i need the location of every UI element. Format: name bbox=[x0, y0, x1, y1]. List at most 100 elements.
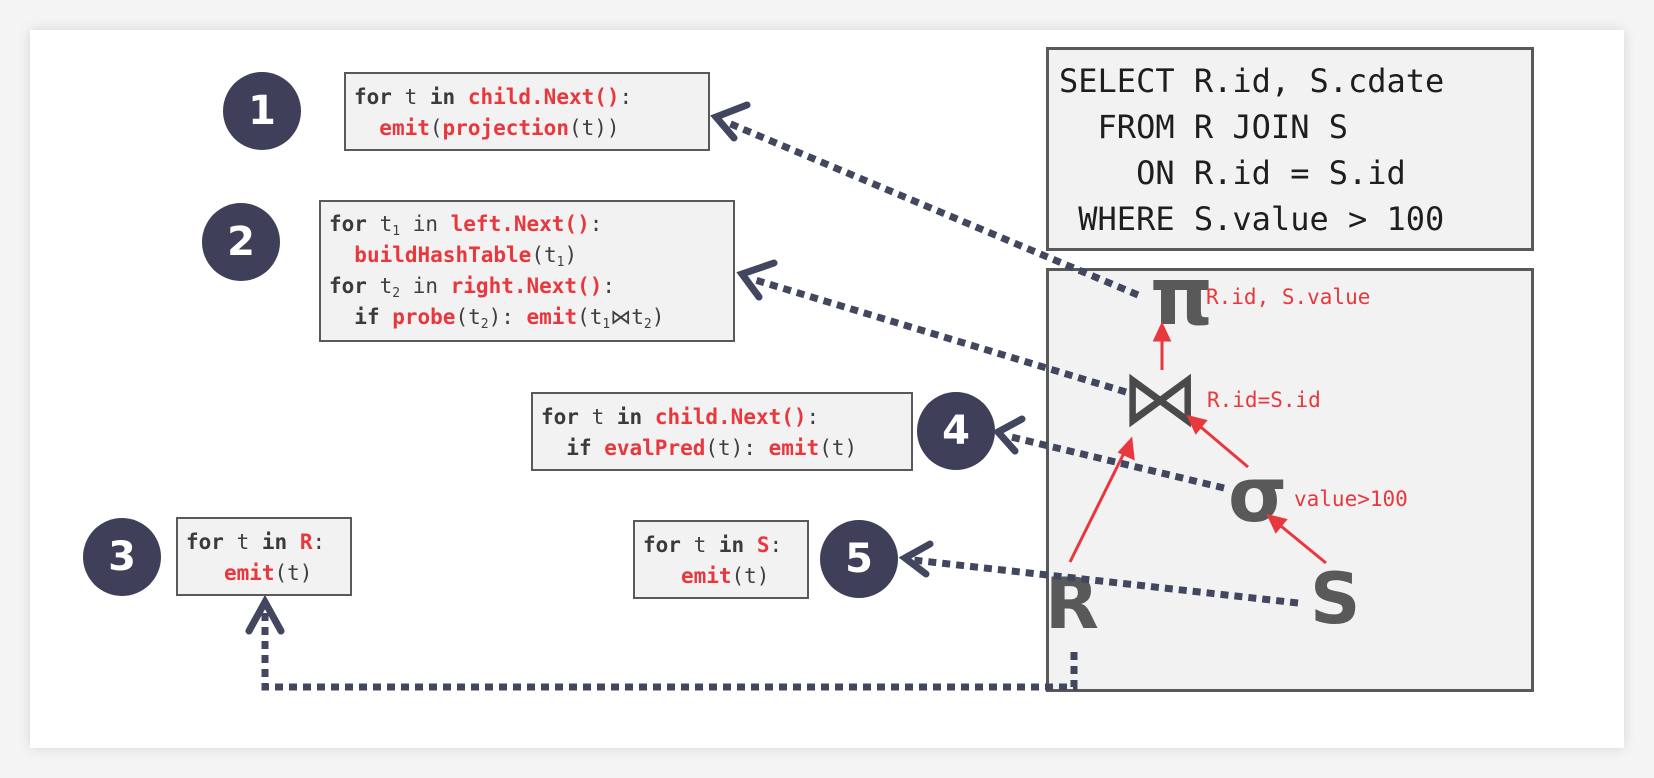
code-text: t bbox=[366, 212, 393, 236]
code-relation: S bbox=[756, 533, 770, 557]
code-text: t bbox=[223, 530, 262, 554]
flow-arrowhead-box2 bbox=[736, 259, 778, 301]
code-call: probe bbox=[392, 305, 456, 329]
code-subscript: 2 bbox=[643, 317, 652, 332]
code-text: : bbox=[619, 85, 633, 109]
sql-line-where: WHERE S.value > 100 bbox=[1059, 200, 1445, 238]
code-call: emit bbox=[680, 564, 732, 588]
code-text: t bbox=[631, 305, 644, 329]
code-call: emit bbox=[526, 305, 578, 329]
tree-edge-arrowhead bbox=[1266, 513, 1288, 534]
step-badge-1: 1 bbox=[223, 72, 301, 150]
selection-label: value>100 bbox=[1294, 487, 1408, 511]
code-call: evalPred bbox=[604, 436, 706, 460]
sql-line-on: ON R.id = S.id bbox=[1059, 154, 1406, 192]
code-call: right.Next() bbox=[450, 274, 603, 298]
step-badge-5: 5 bbox=[820, 520, 898, 598]
scan-r-code-box: for t in R: emit(t) bbox=[176, 517, 352, 596]
flow-arrowhead-step4 bbox=[992, 415, 1026, 455]
code-keyword: for bbox=[329, 274, 367, 298]
code-text: : bbox=[806, 405, 820, 429]
code-call: child.Next() bbox=[654, 405, 807, 429]
code-relation: R bbox=[299, 530, 313, 554]
code-keyword: for bbox=[329, 212, 367, 236]
flow-arrow-s-to-step5 bbox=[912, 556, 1299, 607]
code-call: left.Next() bbox=[450, 212, 590, 236]
code-text: (t)) bbox=[568, 116, 620, 140]
filter-code-box: for t in child.Next(): if evalPred(t): e… bbox=[531, 392, 913, 471]
code-keyword: in bbox=[616, 405, 643, 429]
code-subscript: 1 bbox=[602, 317, 611, 332]
code-text: : bbox=[589, 212, 603, 236]
code-text: t bbox=[391, 85, 430, 109]
tree-edge-s-to-sigma bbox=[1275, 520, 1327, 565]
code-subscript: 2 bbox=[392, 286, 401, 301]
code-text: (t bbox=[455, 305, 481, 329]
step-badge-3: 3 bbox=[83, 518, 161, 596]
code-subscript: 1 bbox=[392, 224, 401, 239]
code-text: ) bbox=[564, 243, 578, 267]
code-text: : bbox=[769, 533, 783, 557]
sql-line-select: SELECT R.id, S.cdate bbox=[1059, 62, 1445, 100]
code-subscript: 2 bbox=[480, 317, 489, 332]
projection-code-box: for t in child.Next(): emit(projection(t… bbox=[344, 72, 710, 151]
code-call: emit bbox=[379, 116, 430, 140]
hash-join-code-box: for t1 in left.Next(): buildHashTable(t1… bbox=[319, 200, 735, 342]
code-text: (t) bbox=[819, 436, 858, 460]
code-text: (t bbox=[531, 243, 557, 267]
code-keyword: in bbox=[718, 533, 745, 557]
code-keyword: for bbox=[354, 85, 392, 109]
code-text: t bbox=[578, 405, 617, 429]
code-text: : bbox=[602, 274, 616, 298]
code-text: ( bbox=[429, 116, 443, 140]
flow-arrow-r-to-box3 bbox=[261, 610, 1078, 691]
code-text: (t): bbox=[705, 436, 769, 460]
join-label: R.id=S.id bbox=[1207, 388, 1321, 412]
code-text: (t) bbox=[731, 564, 770, 588]
flow-arrow-join-to-box2 bbox=[750, 275, 1128, 396]
code-call: buildHashTable bbox=[354, 243, 532, 267]
query-plan-box bbox=[1046, 268, 1534, 692]
flow-arrowhead-box1 bbox=[710, 101, 751, 142]
code-call: projection bbox=[442, 116, 569, 140]
code-call: emit bbox=[223, 561, 275, 585]
code-bowtie: ⋈ bbox=[610, 305, 632, 329]
code-keyword: in bbox=[261, 530, 288, 554]
flow-arrow-pi-to-box1 bbox=[724, 118, 1140, 299]
tree-edge-r-to-join bbox=[1068, 448, 1128, 563]
code-keyword: for bbox=[643, 533, 681, 557]
flow-arrowhead-box3 bbox=[245, 594, 285, 635]
tree-edge-arrowhead bbox=[1117, 436, 1135, 461]
step-badge-2: 2 bbox=[202, 203, 280, 281]
relation-s: S bbox=[1310, 558, 1361, 640]
code-keyword: for bbox=[186, 530, 224, 554]
code-keyword: if bbox=[566, 436, 605, 460]
tree-edge-sigma-to-join bbox=[1195, 421, 1249, 469]
code-text: in bbox=[400, 212, 451, 236]
code-text: t bbox=[366, 274, 393, 298]
flow-arrow-sigma-to-step4 bbox=[1006, 432, 1225, 492]
code-text: ): bbox=[488, 305, 527, 329]
code-text: in bbox=[400, 274, 451, 298]
sql-line-from: FROM R JOIN S bbox=[1059, 108, 1348, 146]
join-operator: ⋈ bbox=[1121, 354, 1199, 444]
projection-label: R.id, S.value bbox=[1206, 285, 1371, 309]
tree-edge-arrowhead bbox=[1186, 414, 1208, 435]
code-subscript: 1 bbox=[556, 255, 565, 270]
step-badge-4: 4 bbox=[917, 392, 995, 470]
code-text: ) bbox=[651, 305, 665, 329]
code-call: child.Next() bbox=[467, 85, 620, 109]
flow-arrowhead-step5 bbox=[898, 540, 934, 578]
code-text: (t) bbox=[274, 561, 313, 585]
sql-query-box: SELECT R.id, S.cdate FROM R JOIN S ON R.… bbox=[1046, 47, 1534, 251]
code-keyword: if bbox=[354, 305, 393, 329]
code-keyword: in bbox=[429, 85, 456, 109]
code-keyword: for bbox=[541, 405, 579, 429]
code-call: emit bbox=[768, 436, 820, 460]
tree-edge-arrowhead bbox=[1152, 321, 1172, 342]
code-text: (t bbox=[577, 305, 603, 329]
code-text: t bbox=[680, 533, 719, 557]
code-text: : bbox=[312, 530, 326, 554]
scan-s-code-box: for t in S: emit(t) bbox=[633, 520, 809, 599]
